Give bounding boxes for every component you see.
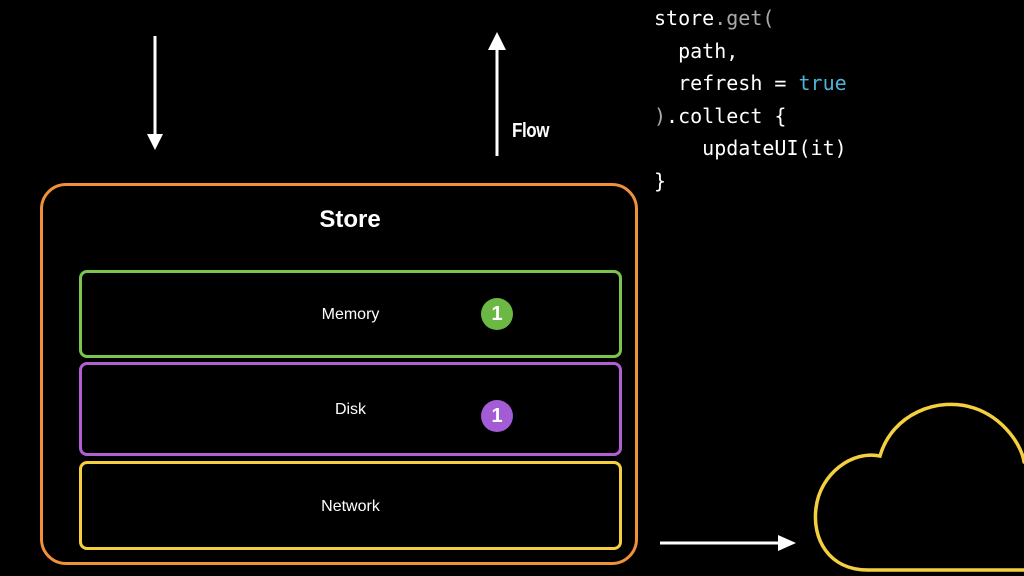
arrow-up-icon — [488, 32, 506, 156]
code-refresh: refresh = — [678, 71, 799, 95]
disk-layer — [79, 362, 622, 456]
network-label: Network — [321, 498, 380, 515]
store-title: Store — [319, 206, 381, 233]
code-get: .get( — [714, 6, 775, 30]
code-snippet: store.get( path, refresh = true ).collec… — [654, 2, 847, 197]
network-layer — [79, 461, 622, 550]
cloud-icon — [813, 402, 1024, 572]
memory-badge: 1 — [481, 298, 513, 330]
code-path: path, — [678, 38, 739, 63]
code-store: store — [654, 6, 715, 30]
memory-label: Memory — [321, 306, 380, 323]
arrow-down-icon — [147, 36, 163, 150]
flow-label: Flow — [512, 120, 550, 142]
code-close-paren: ) — [654, 103, 667, 128]
code-close-brace: } — [654, 168, 667, 193]
memory-layer — [79, 270, 622, 358]
code-updateui: updateUI(it) — [702, 136, 847, 160]
arrow-right-icon — [660, 535, 796, 551]
disk-label: Disk — [334, 401, 367, 418]
code-true: true — [798, 71, 847, 95]
disk-badge: 1 — [481, 400, 513, 432]
code-collect: .collect { — [666, 103, 787, 128]
store-container — [40, 183, 638, 565]
